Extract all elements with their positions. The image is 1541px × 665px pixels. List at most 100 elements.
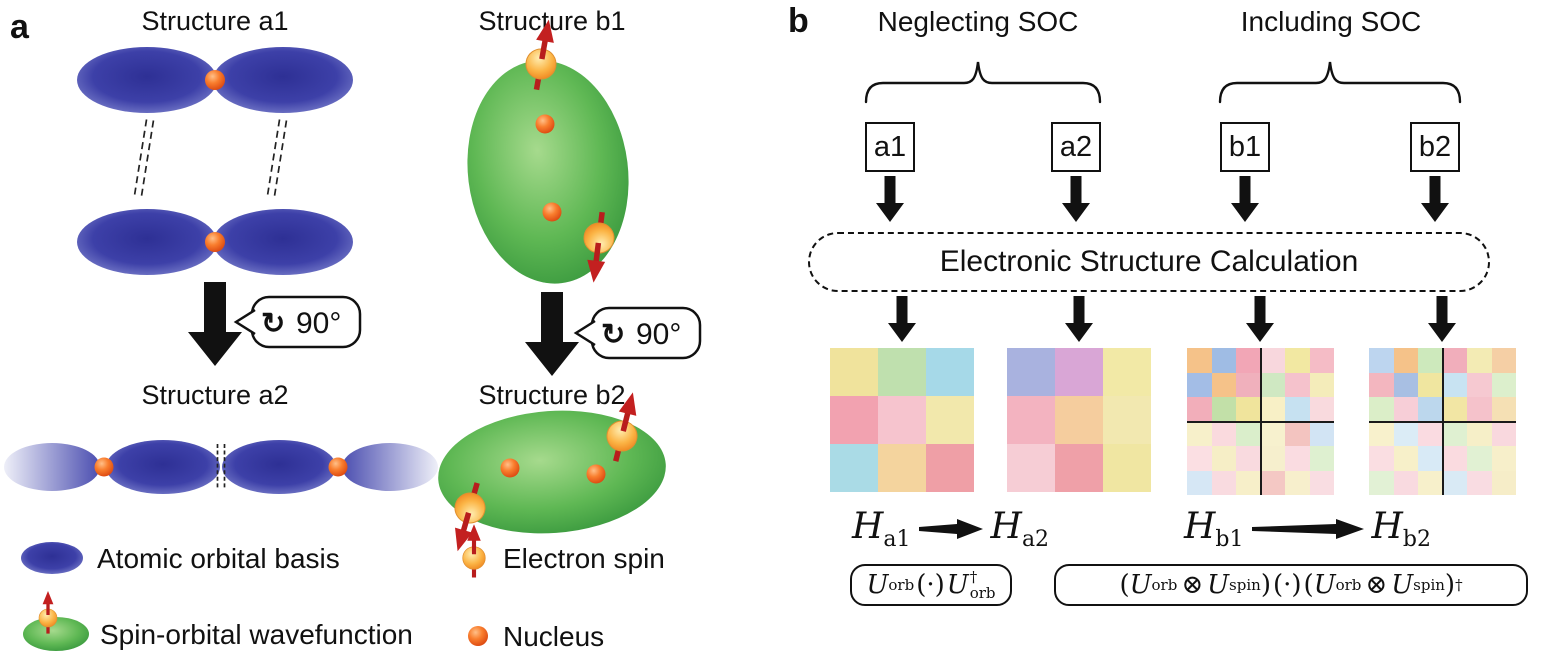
matrix-cell [926,444,974,492]
H-subscript: b2 [1402,527,1431,553]
rotation-icon: ↻ [261,308,285,340]
matrix-cell [1007,444,1055,492]
rotate-transform-arrow [188,282,242,366]
orbital-lobe [106,440,220,494]
spin-orbital-icon [23,617,89,651]
structure-b1-wavefunction [467,17,629,293]
matrix-cell [1187,348,1212,373]
cdot-token: (·) [1272,570,1302,600]
matrix-cell [1369,421,1394,446]
structure-a1-orbital-bottom [77,209,353,275]
matrix-cell [1285,348,1310,373]
matrix-cell [1055,348,1103,396]
lparen-token: ( [1119,570,1130,600]
matrix-cell [1236,348,1261,373]
matrix-cell [1260,397,1285,422]
nucleus [205,232,225,252]
structure-a1-title: Structure a1 [141,6,288,36]
otimes-token: ⊗ [1365,570,1388,600]
orbital-lobe [222,440,336,494]
dagger-token: † [1455,576,1463,594]
group-neglecting-soc: Neglecting SOC [877,6,1079,37]
matrix-cell [1467,470,1492,495]
matrix-cell [1285,372,1310,397]
matrix-cell [1187,372,1212,397]
spin-subscript: spin [1413,576,1445,594]
U-symbol: U [1391,570,1414,600]
orbital-lobe-faded [342,443,438,491]
panel-b: b Neglecting SOC Including SOC a1 a2 b1 … [778,0,1541,665]
H-b1: Hb1 [1184,506,1244,552]
matrix-cell [1211,421,1236,446]
map-arrow-shape [1251,519,1364,540]
brace-neglecting-soc [864,61,1102,104]
U-symbol: U [1129,570,1152,600]
panel-a: a Structure a1 Structure b1 ↻ 90° Struct… [4,6,702,652]
matrix-cell [1418,421,1443,446]
matrix-cell [1369,372,1394,397]
matrix-cell [1491,372,1516,397]
matrix-cell [1418,446,1443,471]
atomic-orbital-icon [21,542,83,574]
rotation-callout-a: ↻ 90° [233,295,362,349]
wavefunction-blob [467,60,629,284]
rparen-token: ) [1444,570,1456,600]
legend-electron-spin: Electron spin [503,543,665,574]
matrix-cell [1260,348,1285,373]
H-symbol: H [1184,506,1216,547]
structure-a2-title: Structure a2 [141,380,288,410]
map-arrow [1251,519,1364,540]
matrix-cell [1418,397,1443,422]
structure-box-b1: b1 [1220,122,1270,172]
orbital-lobe [77,209,217,275]
matrix-cell [1236,421,1261,446]
nucleus [94,457,114,477]
matrix-cell [1211,446,1236,471]
matrix-cell [1103,348,1151,396]
U-symbol: U [1207,570,1230,600]
nucleus [205,70,225,90]
hamiltonian-map-b: Hb1 Hb2 [1184,506,1431,552]
nucleus [328,457,348,477]
alignment-dashes [266,118,288,201]
matrix-cell [1055,396,1103,444]
nucleus [500,458,520,478]
matrix-cell [1393,470,1418,495]
matrix-cell [1467,372,1492,397]
group-including-soc: Including SOC [1240,6,1422,37]
panel-b-label: b [788,2,809,40]
matrix-cell [830,396,878,444]
panel-a-label: a [10,8,30,46]
U-symbol: U [866,570,889,600]
matrix-cell [830,444,878,492]
callout-tail [576,321,595,345]
callout-tail [236,310,255,334]
H-symbol: H [990,506,1022,547]
U-symbol: U [946,570,969,600]
H-a2: Ha2 [991,506,1050,552]
matrix-cell [1187,421,1212,446]
legend: Atomic orbital basis Electron spin Spin-… [21,524,665,652]
H-symbol: H [852,506,884,547]
H-symbol: H [1371,506,1403,547]
nucleus [535,114,555,134]
matrix-cell [1007,396,1055,444]
matrix-cell [1309,470,1334,495]
matrix-cell [1211,397,1236,422]
matrix-cell [1236,372,1261,397]
hamiltonian-matrix-a1 [830,348,974,492]
U-symbol: U [1313,570,1336,600]
legend-nucleus: Nucleus [503,621,604,652]
matrix-cell [878,444,926,492]
matrix-cell [1007,348,1055,396]
flow-arrow [1065,296,1093,342]
matrix-cell [1442,372,1467,397]
matrix-cell [1309,348,1334,373]
nucleus [586,464,606,484]
matrix-cell [1418,470,1443,495]
matrix-cell [1369,348,1394,373]
flow-arrow [888,296,916,342]
matrix-cell [1442,446,1467,471]
rotation-angle: 90° [636,318,681,351]
